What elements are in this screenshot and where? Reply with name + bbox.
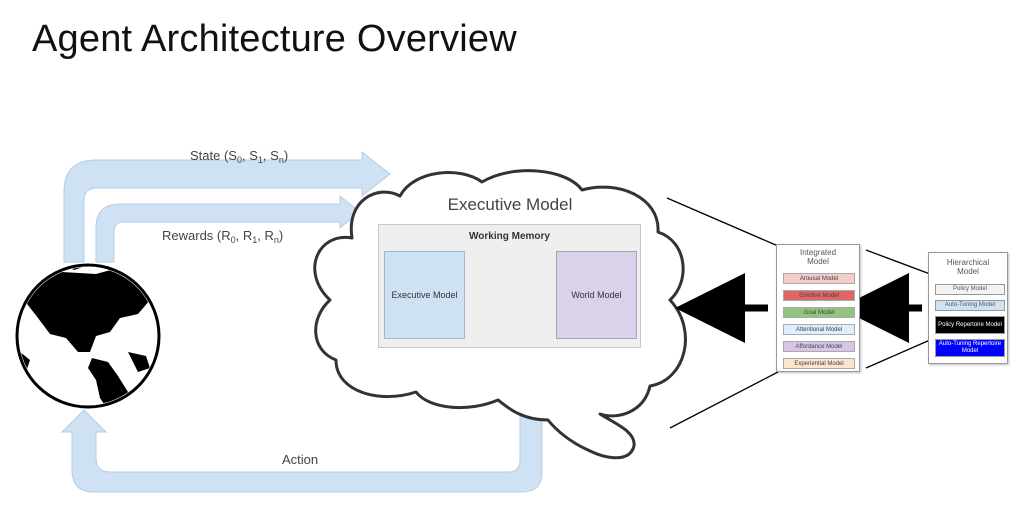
integrated-model-item: Experiential Model — [783, 358, 855, 369]
world-model-label: World Model — [571, 290, 622, 300]
connector-line — [865, 249, 931, 275]
connector-line — [865, 339, 931, 369]
rewards-sep-1: , R — [236, 228, 253, 243]
hierarchical-model-title-1: Hierarchical — [946, 258, 990, 267]
hierarchical-model-item: Auto-Tuning Repertoire Model — [935, 339, 1005, 357]
integrated-model-item: Arousal Model — [783, 273, 855, 284]
rewards-sub-1: 1 — [252, 235, 257, 245]
state-sub-n: n — [279, 155, 284, 165]
working-memory-panel: Working Memory Executive Model World Mod… — [378, 224, 641, 348]
integrated-model-item: Attentional Model — [783, 324, 855, 335]
connector-line — [669, 371, 779, 429]
executive-model-label: Executive Model — [391, 290, 458, 300]
rewards-arrow — [95, 194, 361, 263]
rewards-label-text: Rewards (R — [162, 228, 231, 243]
state-arrow — [63, 150, 391, 263]
connector-line — [666, 197, 779, 247]
hierarchical-model-item: Auto-Tuning Model — [935, 300, 1005, 311]
working-memory-title: Working Memory — [469, 231, 550, 242]
hierarchical-model-item: Policy Model — [935, 284, 1005, 295]
state-sep-1: , S — [242, 148, 258, 163]
hierarchical-model-item: Policy Repertoire Model — [935, 316, 1005, 334]
rewards-sub-0: 0 — [231, 235, 236, 245]
action-label: Action — [282, 452, 318, 467]
globe-icon — [15, 263, 161, 409]
hierarchical-model-title-2: Model — [957, 267, 979, 276]
world-model-box: World Model — [556, 251, 637, 339]
state-sub-1: 1 — [258, 155, 263, 165]
state-label: State (S0, S1, Sn) — [190, 148, 288, 165]
integrated-model-item: Affordance Model — [783, 341, 855, 352]
executive-model-box: Executive Model — [384, 251, 465, 339]
rewards-sub-n: n — [274, 235, 279, 245]
state-label-text: State (S — [190, 148, 237, 163]
rewards-sep-2: , R — [257, 228, 274, 243]
slide-title: Agent Architecture Overview — [32, 18, 517, 60]
state-sep-2: , S — [263, 148, 279, 163]
executive-model-title: Executive Model — [447, 195, 573, 214]
integrated-model-item: Emotive Model — [783, 290, 855, 301]
rewards-label: Rewards (R0, R1, Rn) — [162, 228, 283, 245]
rewards-close: ) — [279, 228, 283, 243]
state-close: ) — [284, 148, 288, 163]
action-arrow — [60, 404, 543, 493]
state-sub-0: 0 — [237, 155, 242, 165]
integrated-model-item: Goal Model — [783, 307, 855, 318]
integrated-model-title-1: Integrated — [799, 248, 837, 257]
integrated-model-title-2: Model — [807, 257, 829, 266]
